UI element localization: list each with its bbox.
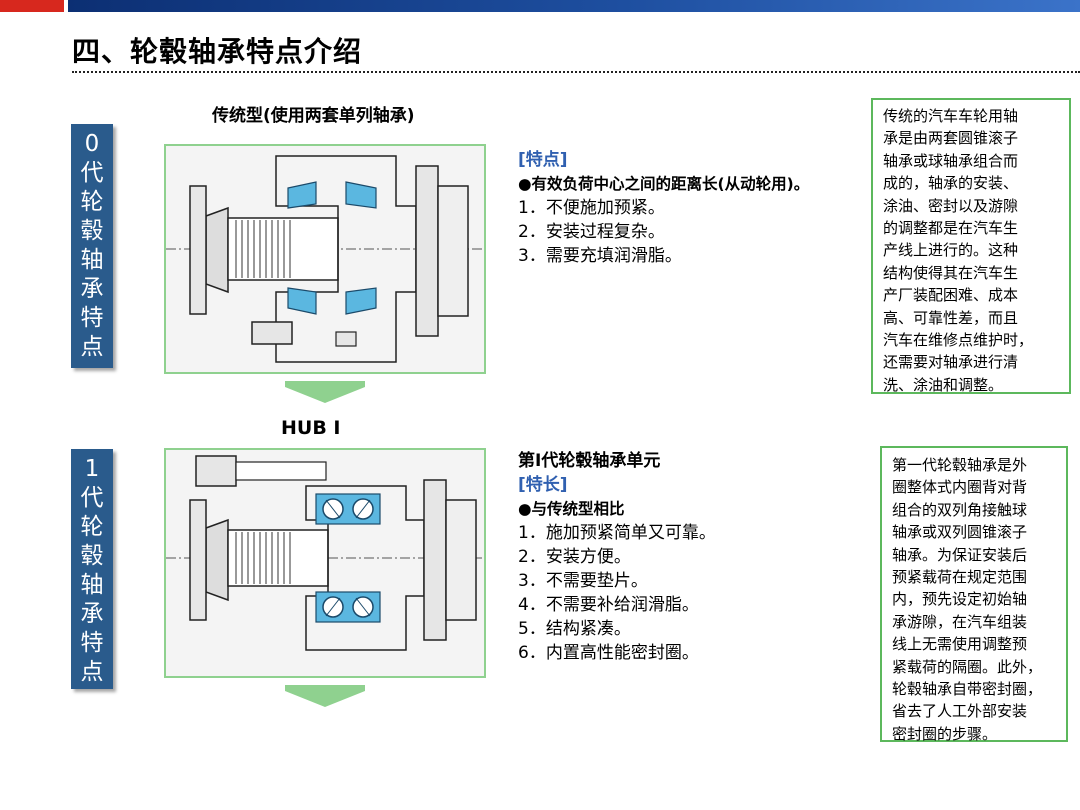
note-line: 轴承。为保证安装后	[892, 545, 1028, 564]
gen0-label: 0 代 轮 毂 轴 承 特 点	[71, 124, 113, 368]
gen0-label-char: 特	[80, 305, 104, 331]
list-item: 2．安装过程复杂。	[518, 222, 665, 242]
note-line: 的调整都是在汽车生	[883, 219, 1019, 238]
note-line: 产厂装配困难、成本	[883, 286, 1019, 305]
note-line: 产线上进行的。这种	[883, 241, 1019, 260]
note-line: 涂油、密封以及游隙	[883, 196, 1019, 215]
gen1-label-char: 毂	[80, 543, 104, 569]
note-line: 轮毂轴承自带密封圈，	[892, 680, 1043, 699]
gen0-features-bullet: ●有效负荷中心之间的距离长(从动轮用)。	[518, 175, 810, 193]
note-line: 洗、涂油和调整。	[883, 375, 1004, 394]
list-item: 3．不需要垫片。	[518, 571, 648, 591]
note-line: 内，预先设定初始轴	[892, 590, 1028, 609]
gen1-features-title: 第Ⅰ代轮毂轴承单元	[518, 451, 661, 471]
gen1-label-char: 承	[80, 601, 104, 627]
list-item: 1．施加预紧简单又可靠。	[518, 523, 716, 543]
gen0-label-char: 轴	[80, 247, 104, 273]
gen1-label-char: 特	[80, 630, 104, 656]
gen0-label-char: 点	[80, 334, 104, 360]
note-line: 预紧载荷在规定范围	[892, 568, 1028, 587]
gen0-label-char: 承	[80, 276, 104, 302]
note-line: 组合的双列角接触球	[892, 500, 1028, 519]
gen0-description-box: 传统的汽车车轮用轴 承是由两套圆锥滚子 轴承或球轴承组合而 成的，轴承的安装、 …	[871, 98, 1071, 394]
list-item: 3．需要充填润滑脂。	[518, 246, 682, 266]
gen0-bearing-drawing	[164, 144, 486, 374]
gen1-label-char: 1	[84, 456, 100, 482]
list-item: 6．内置高性能密封圈。	[518, 643, 699, 663]
gen1-features-bullet: ●与传统型相比	[518, 500, 625, 518]
down-arrow-body	[285, 381, 365, 387]
note-line: 传统的汽车车轮用轴	[883, 107, 1019, 125]
down-arrow-body	[285, 685, 365, 691]
gen1-label-char: 点	[80, 659, 104, 685]
gen0-label-char: 轮	[80, 189, 104, 215]
list-item: 1．不便施加预紧。	[518, 198, 665, 218]
note-line: 汽车在维修点维护时，	[883, 331, 1034, 350]
gen0-label-char: 0	[84, 131, 100, 157]
note-line: 圈整体式内圈背对背	[892, 478, 1028, 497]
gen1-label: 1 代 轮 毂 轴 承 特 点	[71, 449, 113, 689]
note-line: 省去了人工外部安装	[892, 702, 1028, 721]
note-line: 成的，轴承的安装、	[883, 174, 1019, 193]
gen1-bearing-drawing	[164, 448, 486, 678]
gen1-features-heading: [特长]	[518, 475, 568, 495]
note-line: 轴承或双列圆锥滚子	[892, 523, 1028, 542]
note-line: 轴承或球轴承组合而	[883, 151, 1019, 170]
list-item: 4．不需要补给润滑脂。	[518, 595, 699, 615]
gen1-description-box: 第一代轮毂轴承是外 圈整体式内圈背对背 组合的双列角接触球 轴承或双列圆锥滚子 …	[880, 446, 1068, 743]
gen0-features: [特点] ●有效负荷中心之间的距离长(从动轮用)。 1．不便施加预紧。 2．安装…	[518, 148, 809, 268]
gen1-label-char: 代	[80, 485, 104, 511]
note-line: 紧载荷的隔圈。此外，	[892, 657, 1043, 676]
note-line: 高、可靠性差，而且	[883, 308, 1019, 327]
bearing-cross-section-drawing-icon	[166, 146, 484, 372]
top-bar-red	[0, 0, 64, 12]
gen1-features: 第Ⅰ代轮毂轴承单元 [特长] ●与传统型相比 1．施加预紧简单又可靠。 2．安装…	[518, 449, 716, 665]
note-line: 承游隙，在汽车组装	[892, 612, 1028, 631]
down-arrow-icon	[285, 387, 365, 403]
gen0-figure-caption: 传统型(使用两套单列轴承)	[212, 106, 415, 126]
list-item: 5．结构紧凑。	[518, 619, 631, 639]
gen0-label-char: 代	[80, 160, 104, 186]
note-line: 第一代轮毂轴承是外	[892, 456, 1028, 474]
title-divider	[72, 71, 1080, 73]
top-bar-blue	[68, 0, 1080, 12]
gen0-features-heading: [特点]	[518, 150, 568, 170]
gen1-figure-caption: HUB Ⅰ	[281, 417, 341, 439]
note-line: 还需要对轴承进行清	[883, 353, 1019, 372]
page-title: 四、轮毂轴承特点介绍	[72, 35, 363, 68]
list-item: 2．安装方便。	[518, 547, 631, 567]
gen1-label-char: 轮	[80, 514, 104, 540]
note-line: 承是由两套圆锥滚子	[883, 129, 1019, 148]
gen0-label-char: 毂	[80, 218, 104, 244]
note-line: 结构使得其在汽车生	[883, 263, 1019, 282]
bearing-cross-section-drawing-icon	[166, 450, 484, 676]
down-arrow-icon	[285, 691, 365, 707]
gen1-label-char: 轴	[80, 572, 104, 598]
note-line: 线上无需使用调整预	[892, 635, 1028, 654]
note-line: 密封圈的步骤。	[892, 724, 998, 743]
